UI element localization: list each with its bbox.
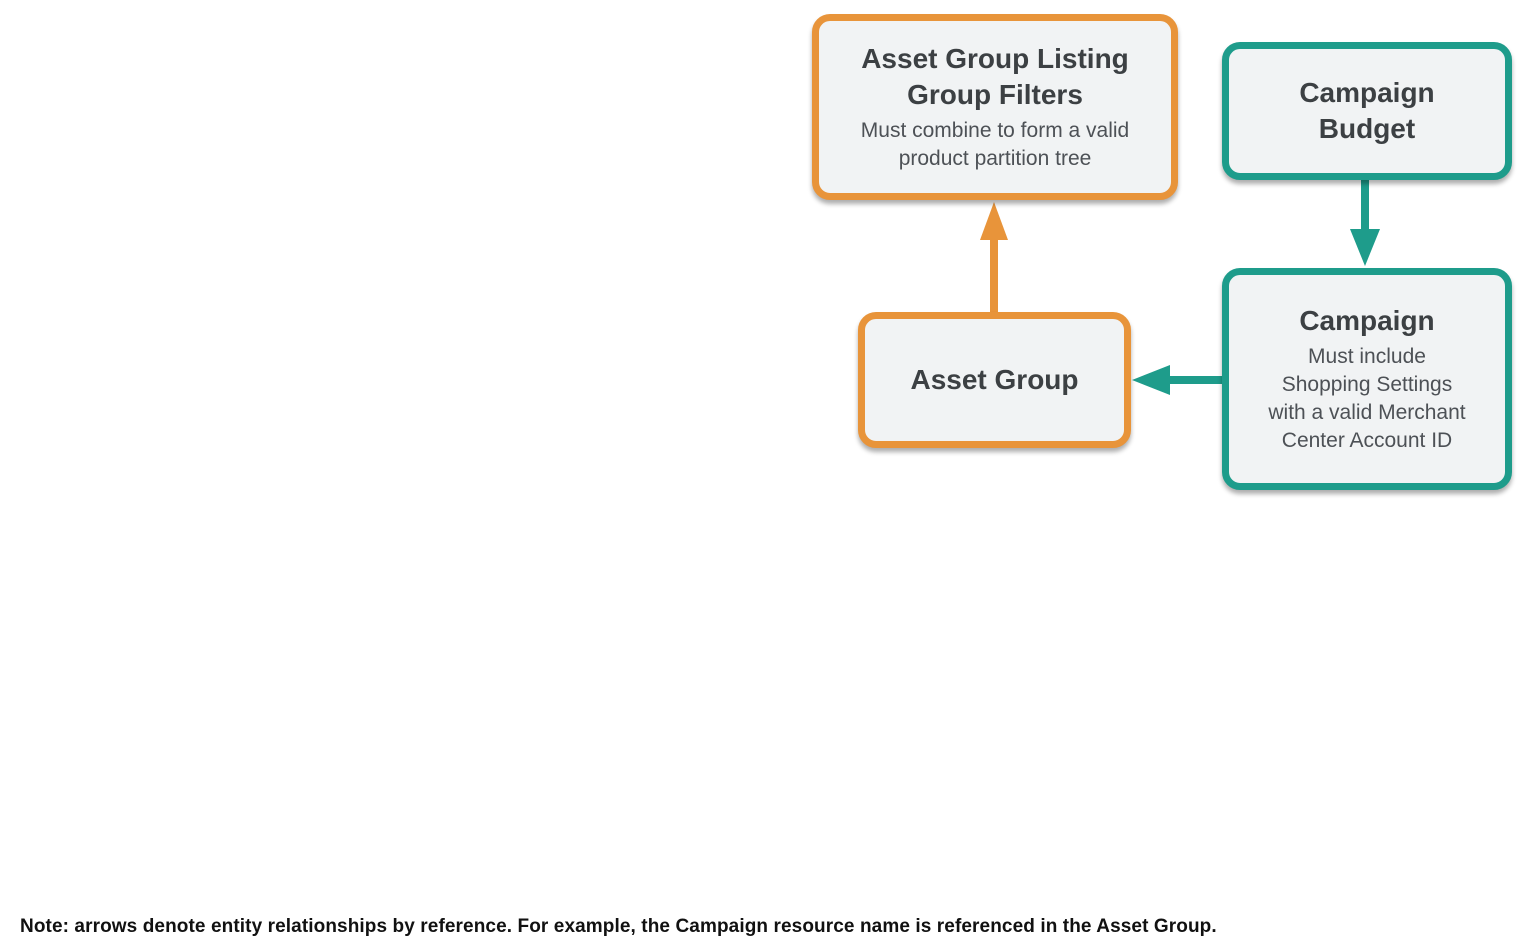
node-title: Asset Group <box>910 364 1079 395</box>
arrow-campaign-to-asset-group <box>1132 365 1222 395</box>
node-subtitle: Must include Shopping Settings with a va… <box>1268 345 1466 452</box>
footnote: Note: arrows denote entity relationships… <box>20 916 1217 937</box>
arrow-asset-group-to-listing-group-filters <box>980 202 1008 312</box>
node-title: Asset Group Listing Group Filters <box>861 43 1129 110</box>
node-campaign: Campaign Must include Shopping Settings … <box>1222 268 1512 490</box>
node-subtitle: Must combine to form a valid product par… <box>860 119 1130 170</box>
arrow-campaign-budget-to-campaign <box>1350 178 1380 266</box>
node-campaign-budget: Campaign Budget <box>1222 42 1512 180</box>
node-title: Campaign <box>1299 305 1435 336</box>
node-asset-group-listing-group-filters: Asset Group Listing Group Filters Must c… <box>812 14 1178 200</box>
node-title: Campaign Budget <box>1299 77 1435 144</box>
node-asset-group: Asset Group <box>858 312 1131 448</box>
